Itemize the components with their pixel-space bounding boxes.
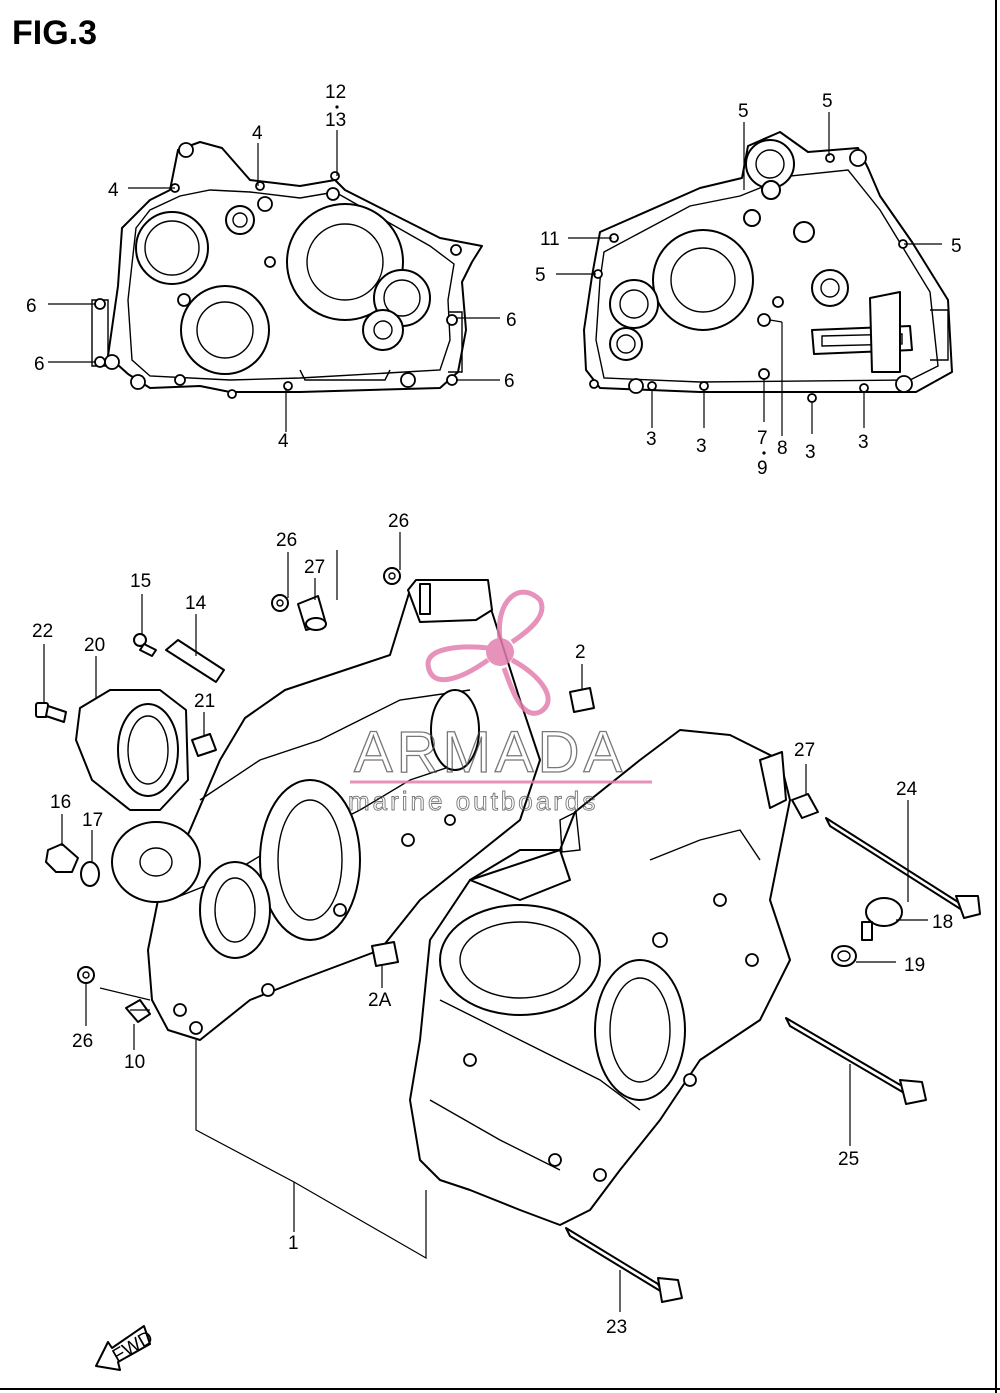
callout-2: 2 bbox=[575, 642, 586, 663]
callout-27-top: 27 bbox=[304, 557, 325, 578]
callout-3-d: 3 bbox=[858, 432, 869, 453]
propeller-logo-icon bbox=[425, 589, 551, 716]
callout-6-right-bottom: 6 bbox=[504, 371, 515, 392]
callout-15: 15 bbox=[130, 571, 151, 592]
leaders-top-right bbox=[556, 112, 942, 436]
callout-11: 11 bbox=[540, 229, 560, 250]
callout-25: 25 bbox=[838, 1149, 859, 1170]
watermark-brand: ARMADA bbox=[354, 720, 626, 785]
callout-26-top: 26 bbox=[388, 511, 409, 532]
callout-4-bottom: 4 bbox=[278, 431, 289, 452]
callout-5-c: 5 bbox=[951, 236, 962, 257]
callout-24: 24 bbox=[896, 779, 918, 800]
callout-14: 14 bbox=[185, 593, 207, 614]
callout-12: 12 bbox=[325, 82, 346, 103]
callout-6-right-top: 6 bbox=[506, 310, 517, 331]
callout-3-a: 3 bbox=[646, 429, 657, 450]
callout-16: 16 bbox=[50, 792, 71, 813]
callout-9: 9 bbox=[757, 458, 768, 479]
callout-21: 21 bbox=[194, 691, 215, 712]
left-crankcase-half bbox=[147, 579, 541, 1041]
callout-26-bottom: 26 bbox=[72, 1031, 93, 1052]
callout-13: 13 bbox=[325, 110, 346, 131]
figure-title: FIG.3 bbox=[12, 14, 97, 52]
watermark-tagline: marine outboards bbox=[348, 786, 598, 816]
callout-26-mid: 26 bbox=[276, 530, 297, 551]
callout-20: 20 bbox=[84, 635, 105, 656]
leaders-top-left bbox=[48, 130, 500, 432]
callout-labels: 12 13 4 4 6 6 6 6 4 5 5 5 11 5 3 3 7 9 8… bbox=[26, 82, 962, 1338]
callout-23: 23 bbox=[606, 1317, 627, 1338]
callout-7: 7 bbox=[757, 428, 768, 449]
callout-6-left-top: 6 bbox=[26, 296, 37, 317]
watermark: ARMADA marine outboards bbox=[348, 589, 652, 816]
left-crankcase-face bbox=[91, 141, 483, 399]
callout-5-a: 5 bbox=[738, 101, 749, 122]
callout-22: 22 bbox=[32, 621, 53, 642]
callout-4-left: 4 bbox=[108, 180, 119, 201]
callout-3-c: 3 bbox=[805, 442, 816, 463]
callout-17: 17 bbox=[82, 810, 103, 831]
fwd-arrow-icon: FWD bbox=[95, 1325, 157, 1371]
right-crankcase-face bbox=[583, 131, 953, 403]
callout-27-right: 27 bbox=[794, 740, 815, 761]
right-crankcase-half bbox=[409, 729, 791, 1226]
callout-2A: 2A bbox=[368, 990, 392, 1011]
callout-10: 10 bbox=[124, 1052, 145, 1073]
small-parts bbox=[35, 567, 981, 1303]
callout-6-left-bottom: 6 bbox=[34, 354, 45, 375]
callout-1: 1 bbox=[288, 1233, 299, 1254]
callout-5-d: 5 bbox=[535, 265, 546, 286]
callout-18: 18 bbox=[932, 912, 953, 933]
callout-19: 19 bbox=[904, 955, 925, 976]
callout-4-top: 4 bbox=[252, 123, 263, 144]
leaders-lower bbox=[43, 532, 928, 1312]
callout-8: 8 bbox=[777, 438, 788, 459]
callout-3-b: 3 bbox=[696, 436, 707, 457]
callout-5-b: 5 bbox=[822, 91, 833, 112]
